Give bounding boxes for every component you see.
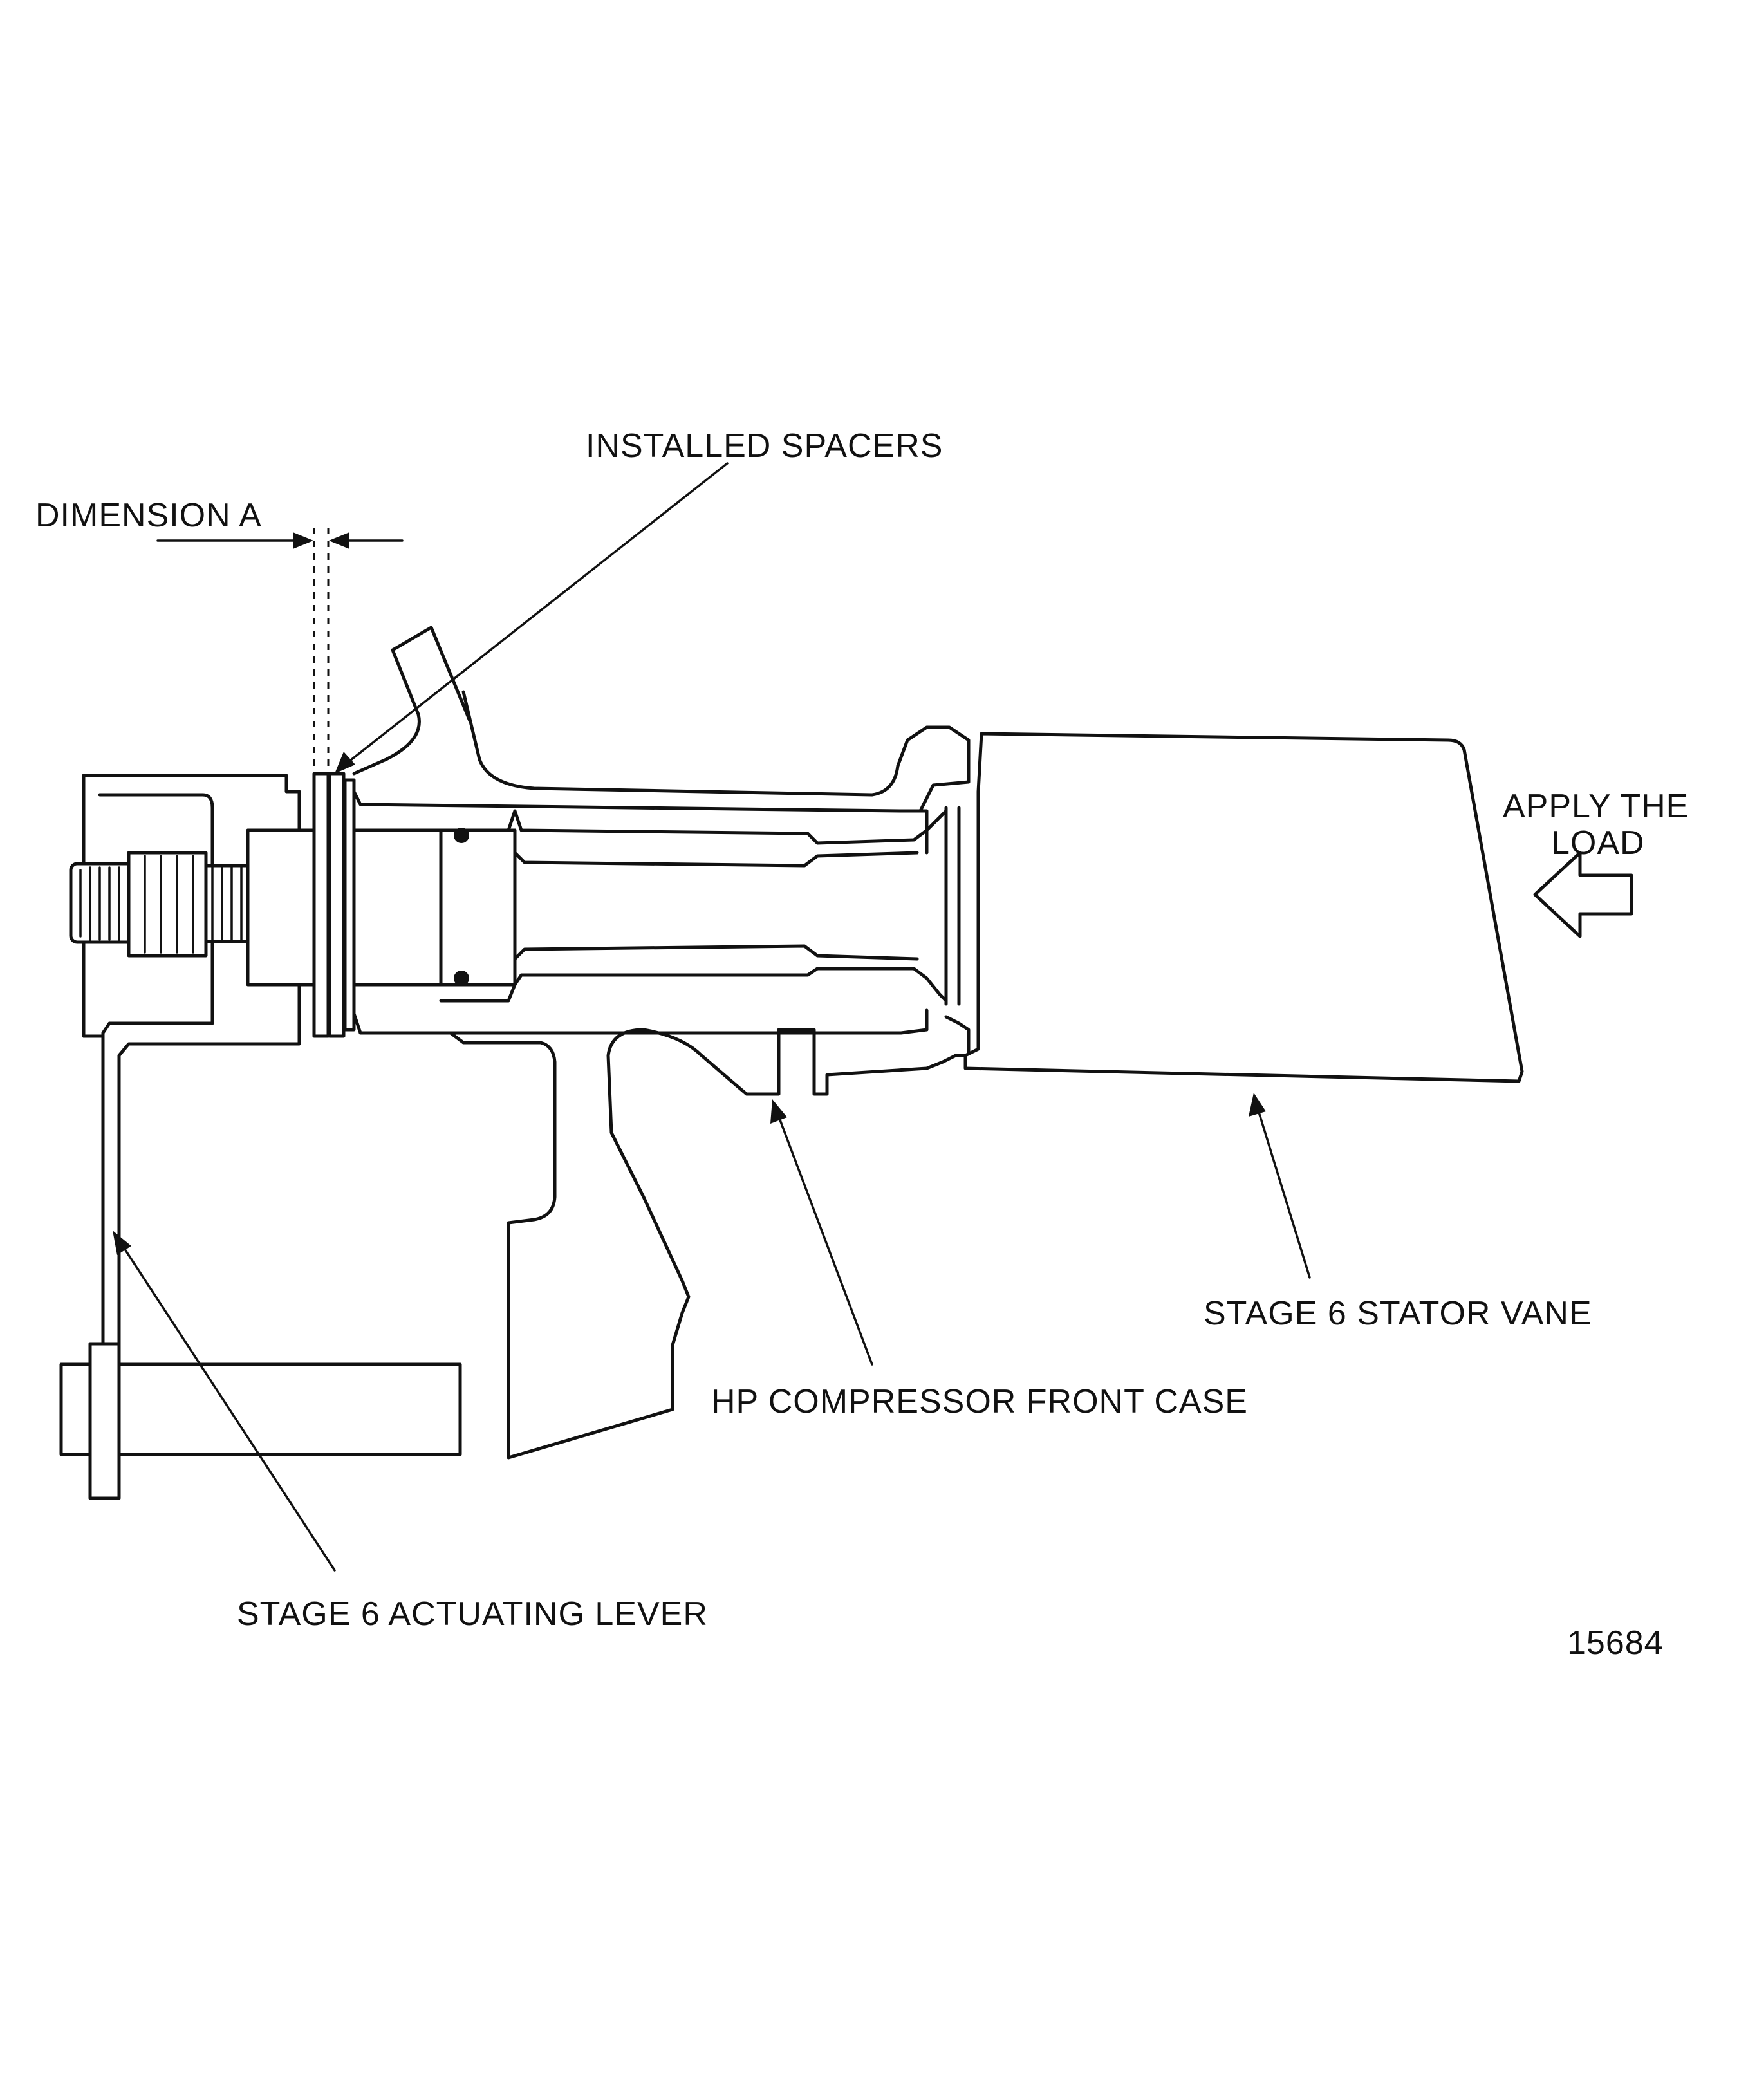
bushing-and-spacers-drawing xyxy=(246,528,443,1038)
apply-load-label-line2: LOAD xyxy=(1551,824,1645,862)
stator-vane-drawing xyxy=(963,732,1524,1083)
compressor-case-drawing xyxy=(352,626,971,1460)
adjusting-nut-drawing xyxy=(69,851,250,958)
installed-spacers-label: INSTALLED SPACERS xyxy=(586,427,943,465)
figure-number: 15684 xyxy=(1567,1624,1664,1662)
compressor-case-label: HP COMPRESSOR FRONT CASE xyxy=(711,1383,1248,1420)
dimension-a-label: DIMENSION A xyxy=(35,497,262,534)
load-arrow-icon xyxy=(1533,851,1633,938)
actuating-lever-drawing xyxy=(59,774,462,1500)
stator-vane-label: STAGE 6 STATOR VANE xyxy=(1204,1295,1592,1332)
apply-load-label-line1: APPLY THE xyxy=(1503,788,1689,825)
actuating-lever-label: STAGE 6 ACTUATING LEVER xyxy=(237,1595,708,1633)
leader-lines xyxy=(113,462,1311,1572)
